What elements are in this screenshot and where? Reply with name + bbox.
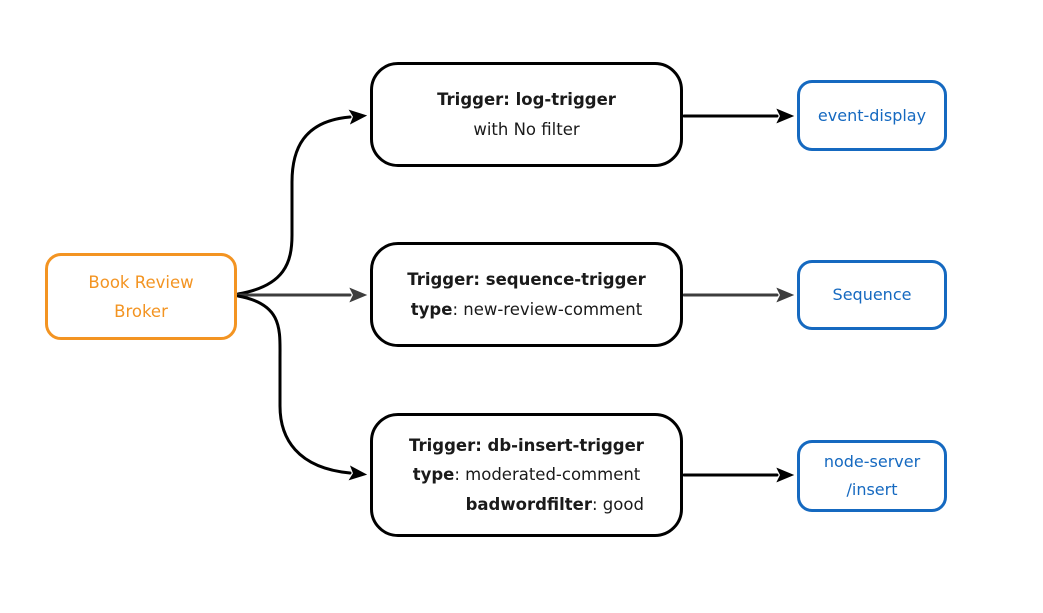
trigger-log-label: Trigger: log-trigger with No filter bbox=[437, 85, 616, 144]
trigger-db-insert-attr-type: type: moderated-comment bbox=[412, 465, 641, 485]
trigger-log-subtitle: with No filter bbox=[473, 119, 580, 139]
edge-broker-to-log-trigger bbox=[236, 109, 368, 296]
trigger-db-insert-attr-badwordfilter: badwordfilter: good bbox=[465, 494, 644, 514]
broker-label: Book Review Broker bbox=[88, 268, 193, 326]
broker-label-line2: Broker bbox=[114, 301, 168, 321]
trigger-db-insert-title: Trigger: db-insert-trigger bbox=[409, 435, 644, 455]
trigger-node-db-insert: Trigger: db-insert-trigger type: moderat… bbox=[370, 413, 683, 537]
sink-node-sequence: Sequence bbox=[797, 260, 947, 330]
sink-sequence-label: Sequence bbox=[832, 285, 912, 304]
sink-node-server-label: node-server /insert bbox=[823, 452, 921, 499]
trigger-log-title: Trigger: log-trigger bbox=[437, 90, 616, 109]
trigger-db-insert-label: Trigger: db-insert-trigger type: moderat… bbox=[409, 431, 644, 520]
sink-node-event-display: event-display bbox=[797, 80, 947, 151]
trigger-sequence-title: Trigger: sequence-trigger bbox=[407, 270, 646, 289]
sink-event-display-label: event-display bbox=[817, 105, 927, 125]
trigger-sequence-attr: type: new-review-comment bbox=[410, 299, 643, 319]
trigger-node-log: Trigger: log-trigger with No filter bbox=[370, 62, 683, 167]
broker-node: Book Review Broker bbox=[45, 253, 237, 340]
edge-broker-to-db-insert-trigger bbox=[236, 294, 368, 481]
broker-label-line1: Book Review bbox=[88, 272, 194, 292]
trigger-sequence-label: Trigger: sequence-trigger type: new-revi… bbox=[407, 265, 646, 324]
sink-node-node-server: node-server /insert bbox=[797, 440, 947, 512]
trigger-node-sequence: Trigger: sequence-trigger type: new-revi… bbox=[370, 242, 683, 347]
